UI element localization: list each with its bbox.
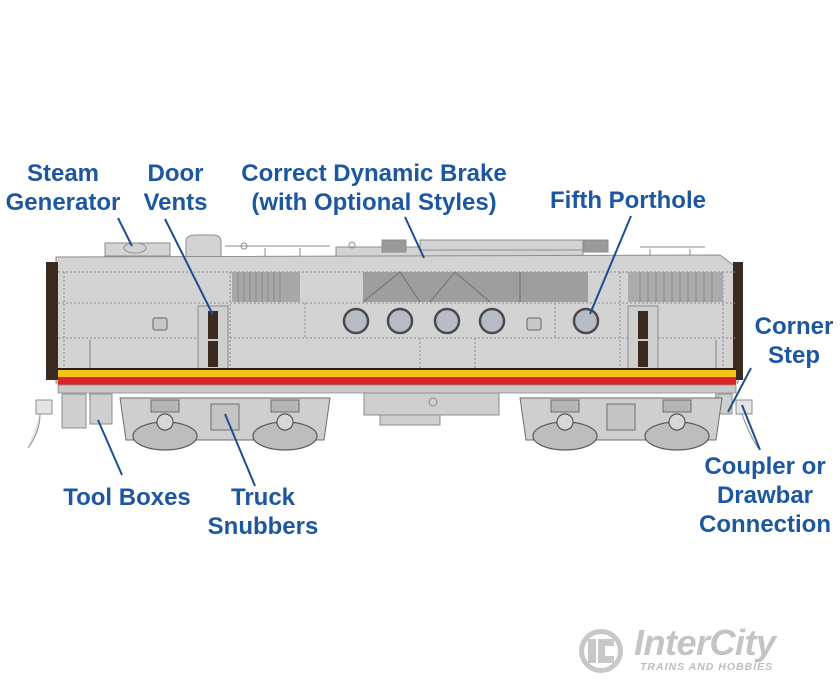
tool-box <box>89 393 113 425</box>
coupler-rear <box>735 399 759 449</box>
callout-line: Drawbar <box>716 482 814 509</box>
intake-grille-front-slats <box>237 272 281 302</box>
fuel-tank-lower <box>379 414 441 426</box>
fifth-porthole <box>572 307 600 335</box>
dynamic-brake-grille <box>363 272 588 302</box>
callout-line: Truck <box>230 484 296 511</box>
intake-grille-rear-slats <box>639 272 713 302</box>
fuel-tank <box>363 392 500 416</box>
intercity-logo: InterCity TRAINS AND HOBBIES <box>578 622 818 678</box>
callout-dynamic-brake: Correct Dynamic Brake (with Optional Sty… <box>226 159 522 217</box>
truck-snubber <box>210 403 240 431</box>
steam-generator-stack <box>123 242 147 254</box>
intake-grille-front <box>232 272 300 302</box>
journal-box <box>156 413 174 431</box>
roof-fan-left <box>381 239 407 253</box>
callout-truck-snubbers: Truck Snubbers <box>200 483 326 541</box>
callout-line: (with Optional Styles) <box>251 189 497 216</box>
roof-hatch <box>185 234 222 258</box>
spring-pack <box>150 399 180 413</box>
callout-line: Snubbers <box>207 513 319 540</box>
logo-tagline: TRAINS AND HOBBIES <box>640 661 774 673</box>
porthole <box>342 307 370 335</box>
callout-line: Step <box>767 342 820 369</box>
coupler-front <box>27 399 53 449</box>
callout-steam-generator: Steam Generator <box>0 159 126 217</box>
callout-line: Vents <box>143 189 208 216</box>
door-vent-upper <box>208 311 218 339</box>
callout-line: Generator <box>5 189 121 216</box>
step-front <box>61 393 87 429</box>
callout-line: Coupler or <box>704 453 826 480</box>
porthole <box>433 307 461 335</box>
porthole <box>386 307 414 335</box>
door-vent-upper <box>638 311 648 339</box>
callout-line: Fifth Porthole <box>550 187 706 214</box>
callout-line: Correct Dynamic Brake <box>241 160 507 187</box>
logo-wordmark: InterCity <box>634 622 776 663</box>
fuel-filler <box>428 397 438 407</box>
callout-coupler: Coupler or Drawbar Connection <box>690 452 840 539</box>
intake-grille-rear <box>628 272 723 302</box>
callout-fifth-porthole: Fifth Porthole <box>540 186 716 215</box>
spring-pack <box>270 399 300 413</box>
stripe-black-top <box>58 368 736 370</box>
roof-horn-2 <box>348 241 356 249</box>
leader-truck-snubbers <box>224 413 256 487</box>
end-diaphragm-left <box>46 262 58 380</box>
builder-plate-rear <box>526 317 542 331</box>
underframe <box>27 392 759 449</box>
stripe-yellow <box>58 370 736 377</box>
spring-pack <box>662 399 692 413</box>
journal-box <box>668 413 686 431</box>
leader-fifth-porthole <box>589 215 632 315</box>
porthole <box>478 307 506 335</box>
stripe-red <box>58 377 736 385</box>
roof-fan-right <box>583 239 609 253</box>
car-body <box>46 254 743 400</box>
callout-line: Corner <box>754 313 834 340</box>
callout-line: Tool Boxes <box>63 484 191 511</box>
callout-line: Door <box>147 160 204 187</box>
callout-tool-boxes: Tool Boxes <box>54 483 200 512</box>
leader-tool-boxes <box>97 419 123 476</box>
leader-corner-step <box>727 367 752 413</box>
dynamic-brake-raised <box>419 239 584 251</box>
door-vent-lower <box>208 341 218 367</box>
front-truck <box>119 397 331 451</box>
dynamic-brake-grille-frame <box>362 271 521 303</box>
end-diaphragm-right <box>733 262 743 380</box>
callout-door-vents: Door Vents <box>138 159 213 217</box>
spring-pack <box>550 399 580 413</box>
sill <box>57 384 737 394</box>
journal-box <box>276 413 294 431</box>
callout-line: Connection <box>699 511 831 538</box>
builder-plate-front <box>152 317 168 331</box>
journal-box <box>556 413 574 431</box>
leader-coupler <box>741 404 761 451</box>
truck-snubber <box>606 403 636 431</box>
portholes <box>342 307 600 335</box>
rear-truck <box>519 397 723 451</box>
leader-lines <box>97 215 761 487</box>
callout-line: Steam <box>26 160 100 187</box>
trucks <box>119 397 723 451</box>
callout-corner-step: Corner Step <box>748 312 840 370</box>
leader-door-vents <box>164 218 214 316</box>
leader-dynamic-brake <box>404 216 425 259</box>
ic-logo-mark <box>579 629 623 673</box>
door-vent-lower <box>638 341 648 367</box>
leader-steam-generator <box>117 217 133 247</box>
